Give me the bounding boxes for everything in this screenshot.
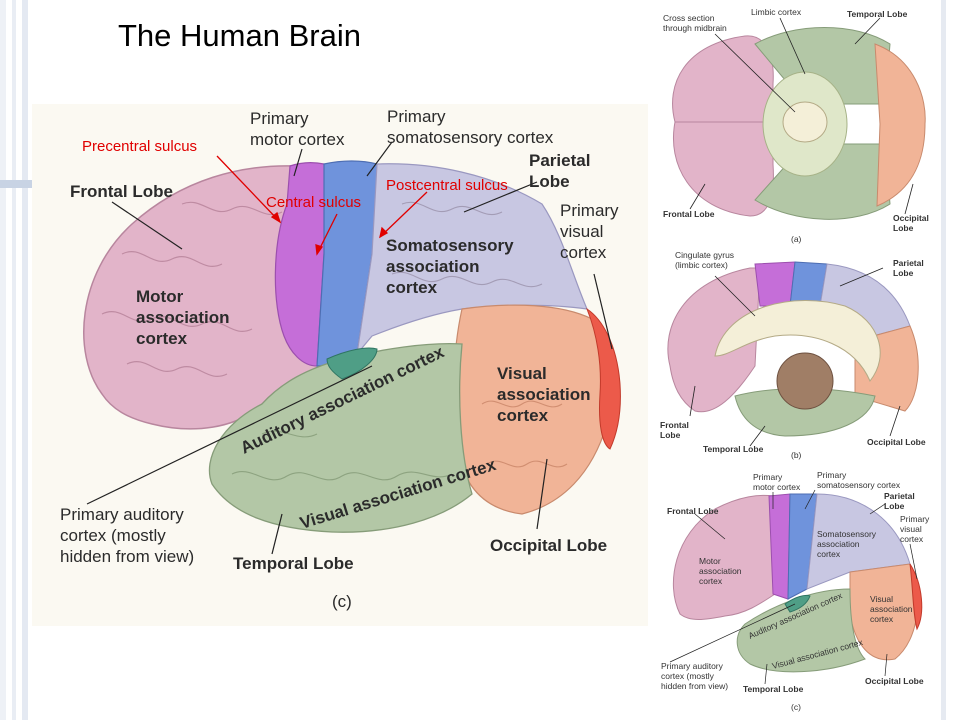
label-motor-assoc-1: Motor	[136, 287, 184, 306]
panel-b-parietal-1: Parietal	[893, 258, 924, 268]
panel-c-visual-2: association	[870, 604, 913, 614]
right-accent-bar	[936, 0, 960, 720]
panel-c-somato-1: Somatosensory	[817, 529, 877, 539]
primary-visual-region	[585, 307, 621, 450]
panel-b-svg: Cingulate gyrus (limbic cortex) Parietal…	[660, 250, 926, 460]
panel-c-parietal-2: Lobe	[884, 501, 905, 511]
label-parietal-2: Lobe	[529, 172, 570, 191]
label-parietal-1: Parietal	[529, 151, 590, 170]
label-primary-motor-1: Primary	[250, 109, 309, 128]
panel-c-primary-motor-2: motor cortex	[753, 482, 801, 492]
panel-c-frontal-label: Frontal Lobe	[667, 506, 719, 516]
panel-c-temporal-label: Temporal Lobe	[743, 684, 804, 694]
panel-c-small-svg: Primary motor cortex Primary somatosenso…	[661, 470, 930, 712]
label-primary-auditory-3: hidden from view)	[60, 547, 194, 566]
panel-c-primary-somato-2: somatosensory cortex	[817, 480, 901, 490]
panel-c-primary-aud-1: Primary auditory	[661, 661, 724, 671]
panel-c-primary-aud-3: hidden from view)	[661, 681, 728, 691]
label-primary-somato-1: Primary	[387, 107, 446, 126]
figure-caption-c: (c)	[332, 592, 352, 611]
panel-b-caption: (b)	[791, 450, 802, 460]
panel-a-cross-1: Cross section	[663, 13, 715, 23]
main-brain-figure: Primary motor cortex Primary somatosenso…	[32, 104, 648, 626]
panel-a-caption: (a)	[791, 234, 802, 244]
label-primary-visual-2: visual	[560, 222, 603, 241]
label-primary-auditory-1: Primary auditory	[60, 505, 184, 524]
panel-b-parietal-2: Lobe	[893, 268, 914, 278]
label-occipital: Occipital Lobe	[490, 536, 607, 555]
label-primary-auditory-2: cortex (mostly	[60, 526, 166, 545]
panel-b-frontal-1: Frontal	[660, 420, 689, 430]
label-somato-assoc-2: association	[386, 257, 480, 276]
panel-c-occipital-label: Occipital Lobe	[865, 676, 924, 686]
panel-c-primary-visual-3: cortex	[900, 534, 924, 544]
panel-c-primary-visual	[909, 563, 923, 631]
panel-a-figure: Cross section through midbrain Limbic co…	[655, 4, 935, 246]
label-frontal: Frontal Lobe	[70, 182, 173, 201]
panel-a-svg: Cross section through midbrain Limbic co…	[663, 7, 929, 244]
label-primary-somato-2: somatosensory cortex	[387, 128, 554, 147]
panel-b-figure: Cingulate gyrus (limbic cortex) Parietal…	[655, 246, 935, 462]
panel-c-primary-somato-1: Primary	[817, 470, 847, 480]
annotation-postcentral-sulcus: Postcentral sulcus	[386, 177, 508, 194]
label-primary-motor-2: motor cortex	[250, 130, 345, 149]
panel-c-motor-1: Motor	[699, 556, 721, 566]
panel-c-primary-motor-1: Primary	[753, 472, 783, 482]
panel-c-primary-aud-2: cortex (mostly	[661, 671, 715, 681]
panel-c-somato-3: cortex	[817, 549, 841, 559]
panel-a-limbic-label: Limbic cortex	[751, 7, 802, 17]
panel-b-frontal	[667, 267, 761, 413]
label-motor-assoc-2: association	[136, 308, 230, 327]
panel-c-motor-2: association	[699, 566, 742, 576]
panel-a-cross-2: through midbrain	[663, 23, 727, 33]
label-primary-visual-3: cortex	[560, 243, 607, 262]
panel-a-occipital-2: Lobe	[893, 223, 914, 233]
label-visual-assoc-3: cortex	[497, 406, 549, 425]
panel-b-occipital-label: Occipital Lobe	[867, 437, 926, 447]
label-somato-assoc-3: cortex	[386, 278, 438, 297]
panel-a-occipital-1: Occipital	[893, 213, 929, 223]
label-motor-assoc-3: cortex	[136, 329, 188, 348]
primary-auditory-region	[326, 347, 378, 380]
panel-a-occipital	[874, 43, 926, 207]
panel-b-cingulate	[714, 300, 881, 382]
panel-b-frontal-2: Lobe	[660, 430, 681, 440]
main-brain-svg: Primary motor cortex Primary somatosenso…	[60, 107, 621, 611]
panel-c-somato-2: association	[817, 539, 860, 549]
label-somato-assoc-1: Somatosensory	[386, 236, 514, 255]
panel-b-temporal-label: Temporal Lobe	[703, 444, 764, 454]
panel-c-primary-visual-1: Primary	[900, 514, 930, 524]
label-visual-assoc-2: association	[497, 385, 591, 404]
annotation-precentral-sulcus: Precentral sulcus	[82, 138, 197, 155]
panel-c-small-figure: Primary motor cortex Primary somatosenso…	[655, 464, 935, 718]
annotation-central-sulcus: Central sulcus	[266, 194, 361, 211]
slide-title: The Human Brain	[118, 18, 361, 53]
panel-a-temporal-label: Temporal Lobe	[847, 9, 908, 19]
label-temporal: Temporal Lobe	[233, 554, 354, 573]
panel-b-motor	[754, 261, 796, 307]
panel-b-cingulate-1: Cingulate gyrus	[675, 250, 734, 260]
panel-c-motor-3: cortex	[699, 576, 723, 586]
panel-a-frontal-label: Frontal Lobe	[663, 209, 715, 219]
panel-c-aud-primary	[784, 594, 811, 613]
panel-c-small-caption: (c)	[791, 702, 801, 712]
label-primary-visual-1: Primary	[560, 201, 619, 220]
panel-b-brainstem	[776, 352, 834, 410]
panel-c-motor	[768, 493, 791, 600]
panel-a-temporal-top	[754, 27, 891, 105]
panel-c-temporal	[736, 588, 866, 673]
panel-a-frontal-left	[672, 35, 774, 123]
panel-c-visual-1: Visual	[870, 594, 893, 604]
panel-c-primary-visual-2: visual	[900, 524, 922, 534]
panel-a-midbrain	[782, 101, 828, 143]
panel-b-cingulate-2: (limbic cortex)	[675, 260, 728, 270]
panel-c-parietal-1: Parietal	[884, 491, 915, 501]
panel-c-visual-3: cortex	[870, 614, 894, 624]
label-visual-assoc-1: Visual	[497, 364, 547, 383]
